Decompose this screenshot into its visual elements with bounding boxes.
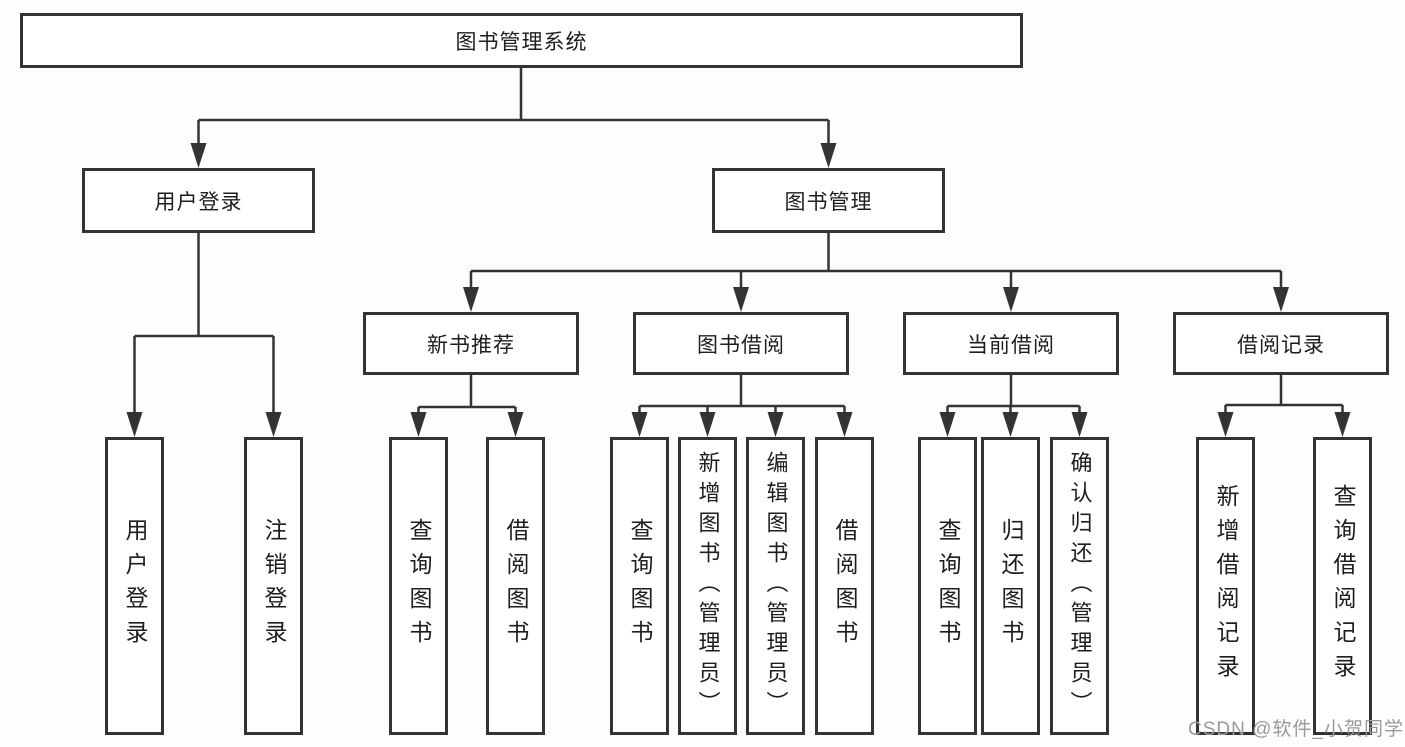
leaf-borrow-books-recommend: 借阅图书	[486, 437, 545, 735]
leaf-add-book-admin: 新增图书（管理员）	[678, 437, 737, 735]
node-new-book-recommend: 新书推荐	[363, 312, 579, 375]
node-book-borrow: 图书借阅	[633, 312, 849, 375]
leaf-borrow-books-label: 借阅图书	[832, 518, 858, 654]
leaf-edit-book-admin-label: 编辑图书（管理员）	[763, 451, 789, 721]
node-current-borrow-label: 当前借阅	[967, 333, 1055, 357]
node-user-login: 用户登录	[82, 168, 315, 233]
leaf-query-books-current: 查询图书	[918, 437, 977, 735]
leaf-user-login: 用户登录	[105, 437, 164, 735]
leaf-return-book: 归还图书	[981, 437, 1040, 735]
leaf-logout: 注销登录	[244, 437, 303, 735]
leaf-query-books-recommend-label: 查询图书	[406, 518, 432, 654]
leaf-borrow-books-recommend-label: 借阅图书	[503, 518, 529, 654]
leaf-edit-book-admin: 编辑图书（管理员）	[746, 437, 805, 735]
node-root-label: 图书管理系统	[455, 30, 588, 54]
leaf-user-login-label: 用户登录	[122, 518, 148, 654]
leaf-return-book-label: 归还图书	[998, 518, 1024, 654]
leaf-borrow-books: 借阅图书	[815, 437, 874, 735]
node-user-login-label: 用户登录	[154, 190, 243, 214]
node-book-management-label: 图书管理	[784, 190, 873, 214]
node-book-borrow-label: 图书借阅	[697, 333, 785, 357]
leaf-add-book-admin-label: 新增图书（管理员）	[695, 451, 721, 721]
leaf-query-borrow-record: 查询借阅记录	[1313, 437, 1372, 735]
leaf-add-borrow-record-label: 新增借阅记录	[1213, 484, 1239, 688]
watermark-text: CSDN @软件_小贺同学	[1188, 719, 1404, 740]
node-current-borrow: 当前借阅	[903, 312, 1119, 375]
leaf-confirm-return-admin-label: 确认归还（管理员）	[1067, 451, 1093, 721]
node-book-management: 图书管理	[712, 168, 945, 233]
node-new-book-recommend-label: 新书推荐	[427, 333, 515, 357]
node-borrow-records: 借阅记录	[1173, 312, 1389, 375]
node-root: 图书管理系统	[20, 13, 1023, 68]
leaf-confirm-return-admin: 确认归还（管理员）	[1050, 437, 1109, 735]
leaf-query-books-borrow-label: 查询图书	[627, 518, 653, 654]
leaf-query-books-borrow: 查询图书	[610, 437, 669, 735]
leaf-logout-label: 注销登录	[261, 518, 287, 654]
leaf-add-borrow-record: 新增借阅记录	[1196, 437, 1255, 735]
leaf-query-books-recommend: 查询图书	[389, 437, 448, 735]
node-borrow-records-label: 借阅记录	[1237, 333, 1325, 357]
leaf-query-books-current-label: 查询图书	[935, 518, 961, 654]
leaf-query-borrow-record-label: 查询借阅记录	[1330, 484, 1356, 688]
